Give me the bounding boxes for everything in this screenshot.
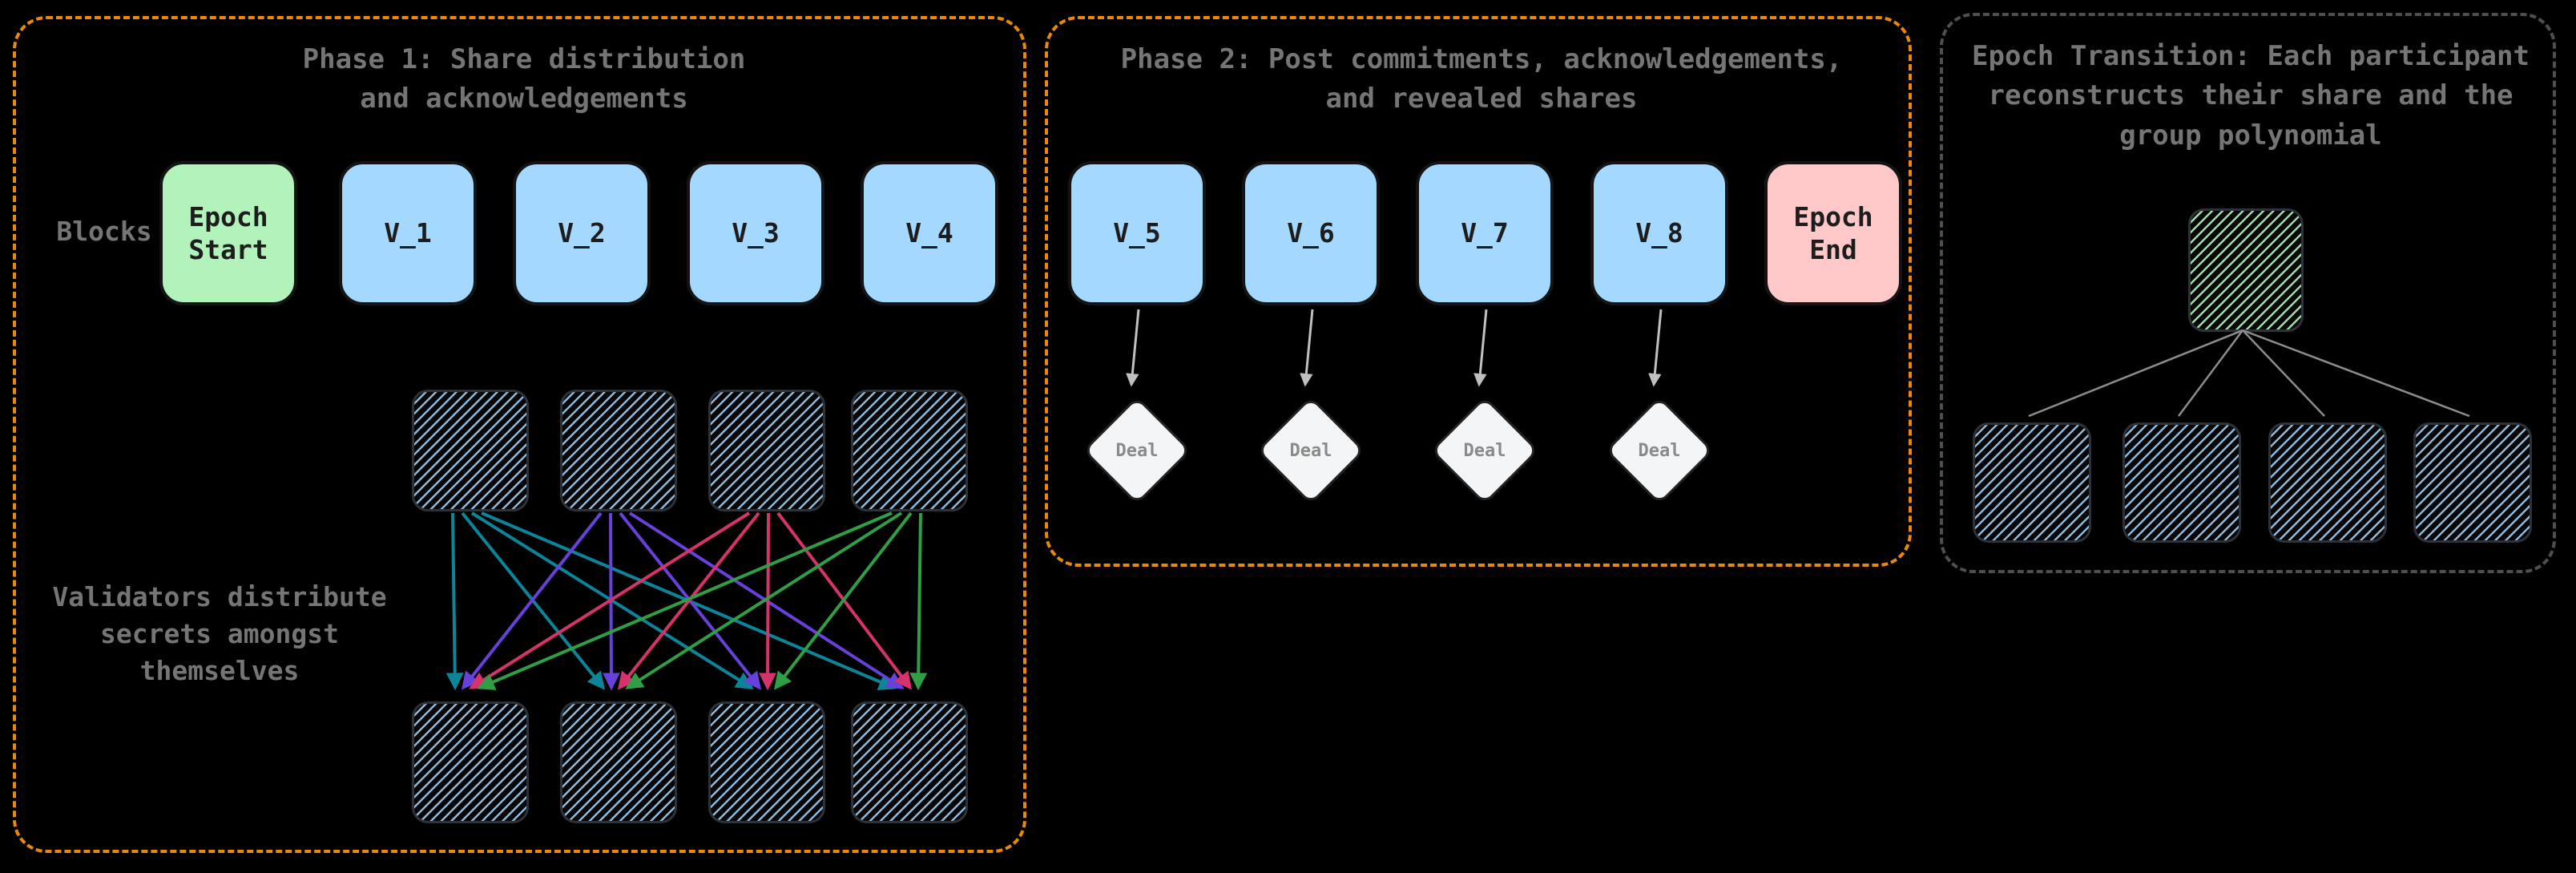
block-v8: V_8 [1590, 161, 1728, 305]
deal-node-2: Deal [1256, 396, 1365, 505]
phase2-title: Phase 2: Post commitments, acknowledgeme… [1120, 43, 1843, 115]
validator-node-top-4 [851, 390, 968, 511]
block-v5: V_5 [1068, 161, 1206, 305]
epoch-transition-panel: Epoch Transition: Each participant recon… [1940, 13, 2556, 573]
deal-label: Deal [1638, 440, 1681, 461]
phase1-title: Phase 1: Share distribution and acknowle… [302, 43, 746, 115]
validators-distribute-label: Validators distribute secrets amongst th… [52, 581, 387, 687]
validator-node-bottom-1 [412, 701, 529, 823]
epoch-transition-title: Epoch Transition: Each participant recon… [1972, 40, 2530, 152]
deal-node-1: Deal [1082, 396, 1191, 505]
validator-node-bottom-4 [851, 701, 968, 823]
phase2-panel: Phase 2: Post commitments, acknowledgeme… [1045, 16, 1912, 567]
block-v6: V_6 [1242, 161, 1380, 305]
deal-label: Deal [1463, 440, 1506, 461]
group-share-node [2188, 208, 2304, 332]
block-v4: V_4 [861, 161, 998, 305]
validator-node-top-2 [560, 390, 677, 511]
validator-node-bottom-3 [708, 701, 825, 823]
validator-node-top-1 [412, 390, 529, 511]
participant-node-1 [1973, 422, 2091, 543]
blocks-label: Blocks [56, 216, 152, 247]
block-v3: V_3 [687, 161, 824, 305]
participant-node-2 [2122, 422, 2241, 543]
participant-node-3 [2268, 422, 2387, 543]
validator-node-bottom-2 [560, 701, 677, 823]
participant-node-4 [2413, 422, 2532, 543]
block-epoch-end: Epoch End [1764, 161, 1902, 305]
block-v2: V_2 [513, 161, 651, 305]
deal-label: Deal [1289, 440, 1332, 461]
block-v1: V_1 [339, 161, 477, 305]
deal-node-4: Deal [1605, 396, 1714, 505]
deal-label: Deal [1115, 440, 1159, 461]
block-epoch-start: Epoch Start [159, 161, 297, 305]
block-v7: V_7 [1416, 161, 1554, 305]
deal-node-3: Deal [1430, 396, 1539, 505]
phase1-panel: Phase 1: Share distribution and acknowle… [13, 16, 1026, 853]
validator-node-top-3 [708, 390, 825, 511]
